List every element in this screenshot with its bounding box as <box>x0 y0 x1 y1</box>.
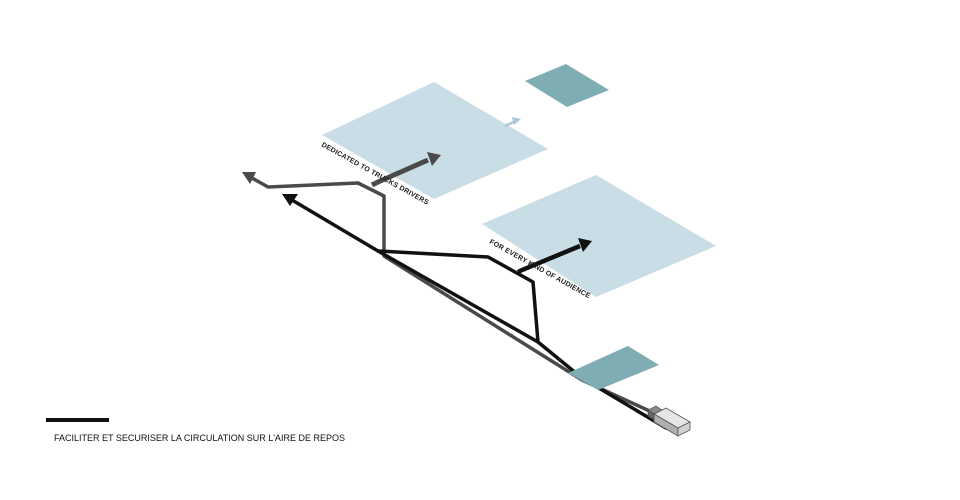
truck-icon <box>647 405 691 437</box>
exit-arrow-light <box>504 117 521 128</box>
path-black-arrowhead <box>282 194 298 206</box>
zone-small-top-plane <box>525 64 609 107</box>
path-black-branch <box>376 249 540 344</box>
zone-audience-plane <box>482 175 716 297</box>
zone-trucks-plane <box>322 82 548 199</box>
legend-line-swatch <box>46 418 109 422</box>
arrow-into-trucks-zone <box>370 152 441 188</box>
zone-entrance-plane <box>568 346 659 390</box>
path-grey-arrowhead <box>242 172 256 184</box>
legend-label: FACILITER ET SECURISER LA CIRCULATION SU… <box>54 433 345 443</box>
arrow-into-audience-zone <box>516 238 592 275</box>
